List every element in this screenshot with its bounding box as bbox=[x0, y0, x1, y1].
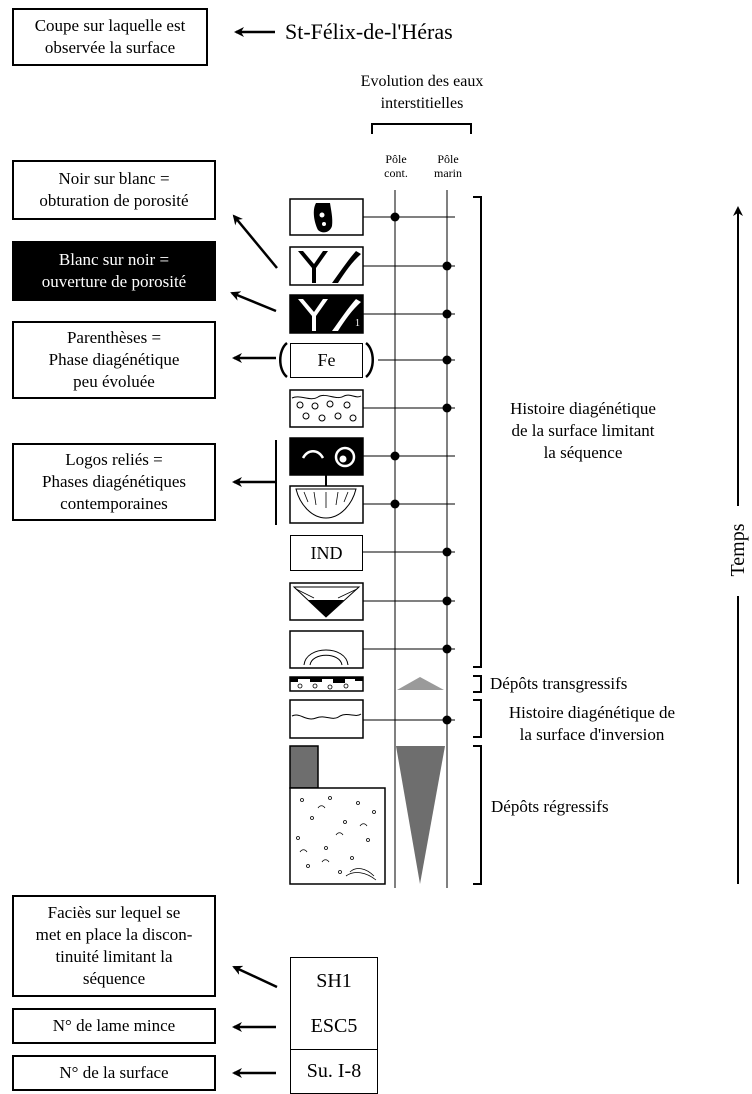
left-parenthesis bbox=[279, 342, 288, 378]
water-evolution-bracket bbox=[371, 123, 472, 134]
logo-inversion-surface bbox=[289, 699, 364, 739]
legend-linked-logos: Logos reliés = Phases diagénétiques cont… bbox=[12, 443, 216, 521]
logo-fissure-filled bbox=[289, 246, 364, 286]
phase-dots bbox=[390, 212, 452, 725]
regressive-triangle bbox=[396, 746, 445, 884]
label-surface-history: Histoire diagénétique de la surface limi… bbox=[510, 399, 656, 462]
legend-arrows bbox=[230, 214, 278, 1078]
logo-linked-dissolution bbox=[289, 437, 364, 476]
right-parenthesis bbox=[365, 342, 374, 378]
legend-thin-section: N° de lame mince bbox=[12, 1008, 216, 1044]
site-name: St-Félix-de-l'Héras bbox=[285, 19, 453, 44]
label-transgressive: Dépôts transgressifs bbox=[490, 674, 628, 693]
facies-code: SH1 bbox=[290, 957, 378, 1005]
bracket-surface-history bbox=[473, 196, 482, 668]
logo-linked-fibrous-cement bbox=[289, 485, 364, 524]
label-inversion-history: Histoire diagénétique de la surface d'in… bbox=[508, 703, 676, 744]
time-axis-label: Temps bbox=[727, 523, 749, 577]
legend-surface-number: N° de la surface bbox=[12, 1055, 216, 1091]
pole-cont-label: Pôle cont. bbox=[384, 152, 408, 180]
legend-facies: Faciès sur lequel se met en place la dis… bbox=[12, 895, 216, 997]
logo-fe: Fe bbox=[290, 343, 363, 378]
bracket-inversion bbox=[473, 699, 482, 738]
water-evolution-title: Evolution des eaux interstitielles bbox=[360, 73, 484, 112]
transgressive-triangle bbox=[397, 677, 444, 690]
legend-black-on-white: Noir sur blanc = obturation de porosité bbox=[12, 160, 216, 220]
bracket-transgressive bbox=[473, 675, 482, 693]
bracket-regressive bbox=[473, 745, 482, 885]
label-regressive: Dépôts régressifs bbox=[491, 797, 609, 816]
thin-section-code: ESC5 bbox=[290, 1004, 378, 1050]
logo-subscript-1: 1 bbox=[355, 318, 360, 329]
logo-oolitic-sediment bbox=[289, 389, 364, 428]
legend-parentheses: Parenthèses = Phase diagénétique peu évo… bbox=[12, 321, 216, 399]
connector-lines bbox=[363, 216, 455, 721]
logo-porosity-opening bbox=[289, 294, 364, 334]
section-legend-box: Coupe sur laquelle est observée la surfa… bbox=[12, 8, 208, 66]
surface-code: Su. I-8 bbox=[290, 1050, 378, 1094]
legend-white-on-black: Blanc sur noir = ouverture de porosité bbox=[12, 241, 216, 301]
logo-transgressive-strip bbox=[289, 676, 364, 692]
logo-obturation-cavity bbox=[289, 198, 364, 236]
logo-arched-cavity bbox=[289, 630, 364, 669]
regressive-column bbox=[289, 745, 386, 885]
pole-marin-label: Pôle marin bbox=[434, 152, 462, 180]
logo-ind: IND bbox=[290, 535, 363, 571]
logo-geopetal-infill bbox=[289, 582, 364, 621]
